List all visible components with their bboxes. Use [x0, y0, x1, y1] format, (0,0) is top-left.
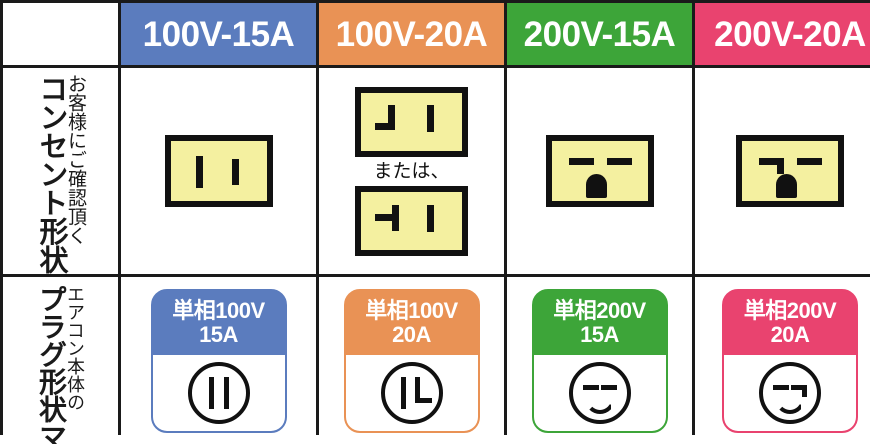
- outlet-or-text: または、: [373, 160, 450, 182]
- plug-pin-circle-icon: [759, 361, 821, 424]
- plug-mark-label-200v-20a: 単相200V 20A: [724, 291, 856, 355]
- plug-pin-icon: [414, 397, 432, 403]
- plug-mark-pin-area: [152, 354, 285, 431]
- plug-pin-icon: [582, 384, 599, 390]
- header-200v-20a: 200V-20A: [695, 3, 870, 65]
- plug-pin-icon: [223, 376, 229, 409]
- plug-pin-icon: [208, 376, 214, 409]
- outlet-slot-icon: [759, 158, 784, 165]
- outlet-slot-icon: [427, 104, 434, 132]
- header-200v-15a: 200V-15A: [507, 3, 692, 65]
- plug-pin-icon: [600, 384, 617, 390]
- header-100v-15a: 100V-15A: [121, 3, 316, 65]
- outlet-cell-100v-15a: [121, 68, 316, 274]
- plug-pin-icon: [414, 376, 420, 403]
- row-label-outlet-shape: お客様にご確認頂く コンセント形状: [3, 68, 118, 274]
- plug-mark-badge-200v-20a: 単相200V 20A: [722, 288, 858, 433]
- outlet-slot-icon: [392, 204, 399, 231]
- plug-mark-voltage: 単相100V: [172, 298, 265, 324]
- outlet-ground-pin-icon: [776, 174, 797, 198]
- plug-mark-label-100v-20a: 単相100V 20A: [346, 291, 478, 355]
- plug-mark-amperage: 20A: [392, 321, 431, 347]
- plug-pin-icon: [773, 384, 789, 390]
- mark-cell-200v-20a: 単相200V 20A: [695, 277, 870, 444]
- plug-pin-icon: [400, 376, 406, 409]
- plug-mark-amperage: 15A: [580, 321, 619, 347]
- plug-mark-amperage: 15A: [199, 321, 238, 347]
- row-label-plug-mark-sub: エアコン本体の: [65, 285, 85, 411]
- plug-ground-arc-icon: [775, 396, 805, 414]
- mark-cell-100v-20a: 単相100V 20A: [319, 277, 504, 444]
- mark-cell-100v-15a: 単相100V 15A: [121, 277, 316, 444]
- outlet-shape-100v-20a-variant-b: [355, 185, 468, 256]
- plug-mark-voltage: 単相100V: [365, 298, 458, 324]
- outlet-shape-200v-15a: [545, 135, 654, 207]
- plug-mark-label-100v-15a: 単相100V 15A: [153, 291, 285, 355]
- plug-mark-amperage: 20A: [770, 321, 810, 347]
- plug-mark-badge-200v-15a: 単相200V 15A: [531, 288, 668, 433]
- plug-mark-pin-area: [345, 354, 478, 431]
- plug-mark-pin-area: [533, 354, 666, 431]
- plug-pin-icon: [791, 384, 807, 390]
- row-label-plug-mark: エアコン本体の プラグ形状マーク: [3, 277, 118, 444]
- outlet-slot-icon: [606, 158, 632, 165]
- outlet-slot-icon: [777, 158, 784, 174]
- outlet-slot-icon: [375, 122, 395, 130]
- outlet-slot-icon: [568, 158, 594, 165]
- outlet-slot-icon: [388, 104, 395, 130]
- plug-ground-arc-icon: [584, 396, 615, 414]
- plug-mark-label-200v-15a: 単相200V 15A: [534, 291, 666, 355]
- plug-mark-voltage: 単相200V: [553, 298, 646, 324]
- plug-mark-voltage: 単相200V: [743, 298, 837, 324]
- outlet-slot-icon: [375, 213, 395, 221]
- plug-pin-circle-icon: [187, 361, 250, 424]
- plug-pin-circle-icon: [568, 361, 631, 424]
- outlet-cell-200v-15a: [507, 68, 692, 274]
- row-label-outlet-shape-sub: お客様にご確認頂く: [65, 74, 86, 245]
- outlet-slot-icon: [195, 156, 203, 188]
- plug-mark-badge-100v-20a: 単相100V 20A: [343, 288, 480, 433]
- outlet-cell-200v-20a: [695, 68, 870, 274]
- outlet-shape-100v-20a-variant-a: [355, 86, 468, 157]
- plug-pin-circle-icon: [380, 361, 443, 424]
- outlet-slot-icon: [231, 159, 239, 185]
- row-label-plug-mark-main: プラグ形状マーク: [36, 285, 67, 444]
- row-label-outlet-shape-main: コンセント形状: [35, 74, 67, 274]
- outlet-slot-icon: [427, 204, 434, 232]
- outlet-shape-100v-15a: [164, 135, 273, 207]
- plug-mark-pin-area: [724, 354, 856, 431]
- outlet-shape-200v-20a: [736, 135, 844, 207]
- plug-mark-badge-100v-15a: 単相100V 15A: [150, 288, 287, 433]
- plug-pin-icon: [802, 384, 807, 397]
- header-blank-corner: [3, 3, 118, 65]
- outlet-cell-100v-20a: または、: [319, 68, 504, 274]
- mark-cell-200v-15a: 単相200V 15A: [507, 277, 692, 444]
- outlet-ground-pin-icon: [585, 174, 607, 198]
- outlet-slot-icon: [797, 158, 822, 165]
- header-100v-20a: 100V-20A: [319, 3, 504, 65]
